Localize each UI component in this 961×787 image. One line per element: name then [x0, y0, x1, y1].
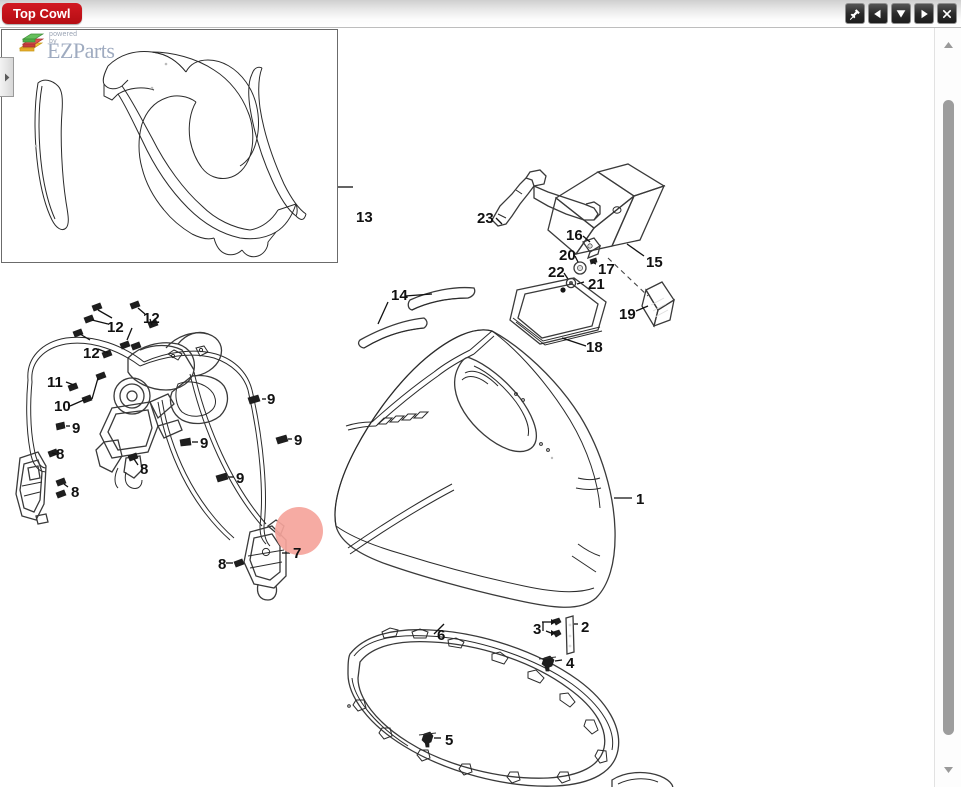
triangle-right-icon [921, 9, 928, 18]
callout-10[interactable]: 10 [54, 398, 71, 415]
callout-8d[interactable]: 8 [71, 484, 80, 501]
callout-17[interactable]: 17 [598, 261, 615, 278]
sidebar-expand-tab[interactable] [0, 57, 14, 97]
callout-3[interactable]: 3 [533, 621, 542, 638]
dropdown-button[interactable] [891, 3, 911, 24]
callout-4[interactable]: 4 [566, 655, 575, 672]
next-button[interactable] [914, 3, 934, 24]
scroll-up-button[interactable] [935, 34, 961, 56]
callout-12c[interactable]: 12 [83, 345, 100, 362]
callout-19[interactable]: 19 [619, 306, 636, 323]
close-button[interactable] [937, 3, 957, 24]
callout-8a[interactable]: 8 [218, 556, 227, 573]
callout-13[interactable]: 13 [356, 209, 373, 226]
triangle-down-icon [944, 767, 953, 773]
triangle-down-icon [896, 9, 906, 18]
callout-6[interactable]: 6 [437, 627, 446, 644]
callout-9d[interactable]: 9 [236, 470, 245, 487]
window-header: Top Cowl [0, 0, 961, 28]
callout-9b[interactable]: 9 [294, 432, 303, 449]
callout-8b[interactable]: 8 [140, 461, 149, 478]
callout-5[interactable]: 5 [445, 732, 454, 749]
selected-part-highlight[interactable] [275, 507, 323, 555]
callout-16[interactable]: 16 [566, 227, 583, 244]
cutoff-part-artwork [611, 771, 674, 787]
callout-12a[interactable]: 12 [107, 319, 124, 336]
exploded-diagram-artwork [15, 163, 675, 787]
callout-21[interactable]: 21 [588, 276, 605, 293]
chevron-right-icon [4, 73, 9, 81]
page-title: Top Cowl [2, 3, 82, 24]
pin-button[interactable] [845, 3, 865, 24]
scrollbar-thumb[interactable] [943, 100, 954, 735]
callout-8c[interactable]: 8 [56, 446, 65, 463]
callout-12b[interactable]: 12 [143, 310, 160, 327]
callout-15[interactable]: 15 [646, 254, 663, 271]
triangle-left-icon [874, 9, 881, 18]
inset-artwork [34, 51, 307, 258]
callout-1[interactable]: 1 [636, 491, 645, 508]
callout-7[interactable]: 7 [293, 545, 302, 562]
window-toolbar [845, 3, 957, 24]
pin-icon [849, 8, 860, 20]
callout-layer: 1 2 3 4 5 6 7 8 8 8 8 9 9 9 9 9 10 11 12… [0, 28, 934, 787]
vertical-scrollbar[interactable] [934, 28, 961, 787]
close-icon [942, 9, 952, 18]
callout-9a[interactable]: 9 [267, 391, 276, 408]
callout-18[interactable]: 18 [586, 339, 603, 356]
callout-2[interactable]: 2 [581, 619, 590, 636]
diagram-canvas[interactable]: powered by EZParts [0, 28, 934, 787]
callout-9c[interactable]: 9 [200, 435, 209, 452]
previous-button[interactable] [868, 3, 888, 24]
scroll-down-button[interactable] [935, 759, 961, 781]
callout-11[interactable]: 11 [47, 374, 63, 391]
callout-14[interactable]: 14 [391, 287, 408, 304]
callout-20[interactable]: 20 [559, 247, 576, 264]
callout-9e[interactable]: 9 [72, 420, 81, 437]
inset-detail-panel[interactable] [1, 29, 338, 263]
triangle-up-icon [944, 42, 953, 48]
callout-23[interactable]: 23 [477, 210, 494, 227]
callout-22[interactable]: 22 [548, 264, 565, 281]
